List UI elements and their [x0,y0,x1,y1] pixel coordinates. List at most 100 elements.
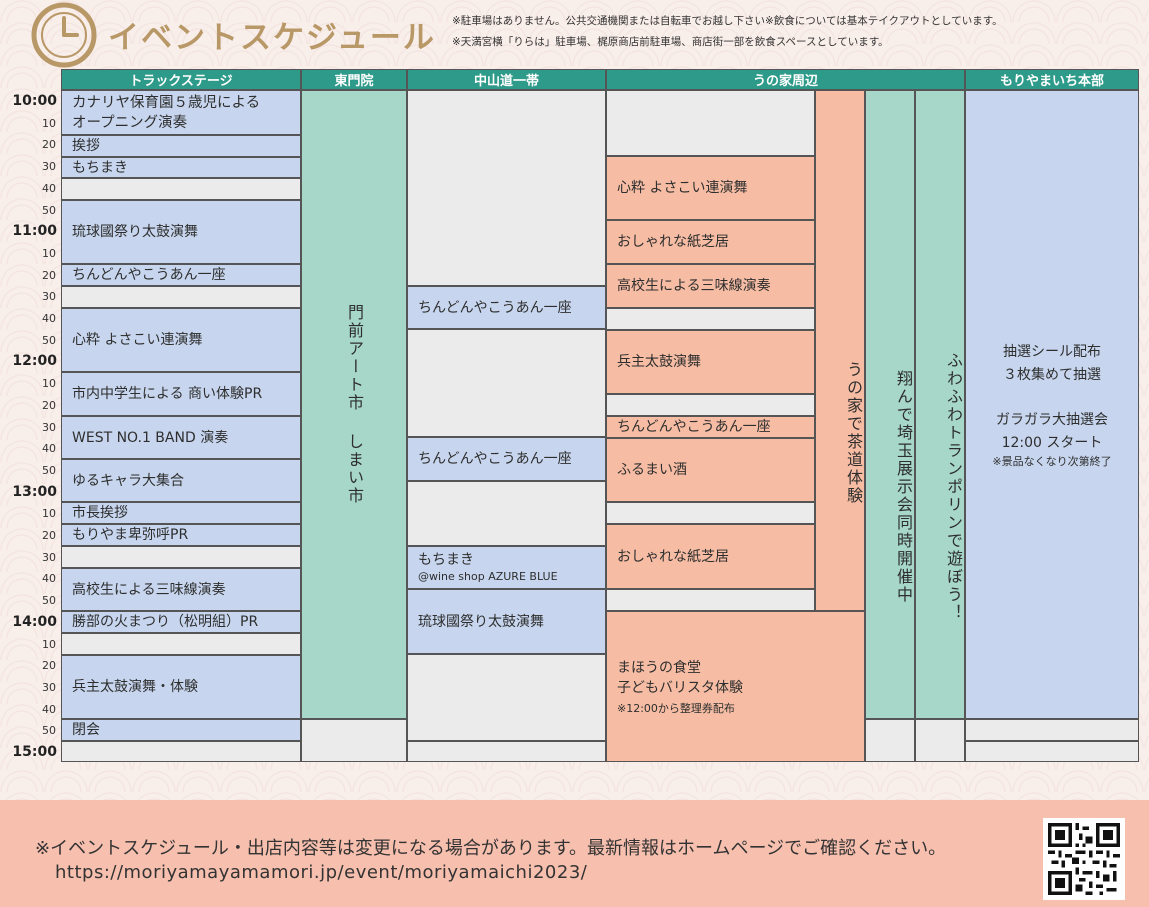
event-cell: 琉球國祭り太鼓演舞 [61,200,301,264]
event-cell: 兵主太鼓演舞 [606,330,815,394]
column-header-nakasendo: 中山道一帯 [407,69,606,90]
time-label: 40 [42,572,56,586]
time-label: 20 [42,659,56,673]
time-label: 20 [42,398,56,412]
event-label: うの家で茶道体験 [844,361,863,505]
event-label: WEST NO.1 BAND 演奏 [72,429,229,446]
clock-icon [31,2,97,68]
event-label: ３枚集めて抽選 [1003,366,1101,383]
event-label: 心粋 よさこい連演舞 [617,180,748,196]
time-label: 12:00 [12,353,57,370]
time-label: 10 [42,246,56,260]
event-cell-vertical: 門前アート市 しまい市 [301,90,407,719]
event-cell: もちまき @wine shop AZURE BLUE [407,546,606,589]
event-cell: 心粋 よさこい連演舞 [606,156,815,220]
empty-cell [606,90,815,156]
event-cell: 挨拶 [61,135,301,157]
event-label: 12:00 スタート [1001,434,1103,451]
event-cell: ふるまい酒 [606,438,815,502]
empty-cell [606,394,815,416]
time-label: 30 [42,680,56,694]
event-cell: ゆるキャラ大集合 [61,459,301,502]
empty-cell [407,481,606,546]
event-cell: おしゃれな紙芝居 [606,220,815,264]
column-header-honbu: もりやまいち本部 [965,69,1139,90]
event-label: 兵主太鼓演舞・体験 [72,679,198,695]
empty-cell [301,719,407,762]
event-cell: おしゃれな紙芝居 [606,524,815,589]
empty-cell [965,719,1139,741]
event-cell: 高校生による三味線演奏 [61,568,301,611]
time-label: 30 [42,420,56,434]
empty-cell [606,308,815,330]
empty-cell [965,741,1139,762]
event-cell: もりやま卑弥呼PR [61,524,301,546]
event-sublabel: @wine shop AZURE BLUE [418,569,558,583]
footer: ※イベントスケジュール・出店内容等は変更になる場合があります。最新情報はホームペ… [0,800,1149,907]
time-label: 50 [42,203,56,217]
event-label: 子どもバリスタ体験 [617,679,743,696]
empty-cell [865,719,915,762]
time-label: 13:00 [12,483,57,500]
header-notes: ※駐車場はありません。公共交通機関または自転車でお越し下さい※飲食については基本… [452,11,1003,53]
header-note: ※天満宮横「りらは」駐車場、梶原商店前駐車場、商店街一部を飲食スペースとしていま… [452,36,889,48]
event-label: もりやま卑弥呼PR [72,527,189,543]
event-cell: 心粋 よさこい連演舞 [61,308,301,372]
event-label: 高校生による三味線演奏 [72,581,226,598]
time-label: 40 [42,312,56,325]
event-label: 琉球國祭り太鼓演舞 [72,224,198,240]
empty-cell [61,741,301,762]
event-cell: まほうの食堂 子どもバリスタ体験 ※12:00から整理券配布 [606,611,865,762]
empty-cell [606,589,815,611]
time-label: 10 [42,507,56,521]
time-label: 10 [42,377,56,391]
event-cell: 勝部の火まつり（松明組）PR [61,611,301,633]
event-label: 挨拶 [72,138,100,154]
event-cell: カナリヤ保育園５歳児による オープニング演奏 [61,90,301,135]
page-title: イベントスケジュール [108,20,436,56]
time-label: 40 [42,442,56,456]
event-cell: ちんどんやこうあん一座 [606,416,815,438]
time-label: 40 [42,181,56,195]
time-label: 20 [42,138,56,152]
event-label: まほうの食堂 [617,659,701,676]
event-cell: 閉会 [61,719,301,741]
time-label: 20 [42,529,56,542]
event-label: カナリヤ保育園５歳児による オープニング演奏 [72,94,261,131]
event-label: 高校生による三味線演奏 [617,278,771,294]
event-cell: 兵主太鼓演舞・体験 [61,655,301,719]
event-cell: ちんどんやこうあん一座 [407,437,606,481]
time-label: 40 [42,702,56,716]
event-label: ふるまい酒 [617,462,687,478]
event-cell: ちんどんやこうあん一座 [61,264,301,286]
header-note: ※駐車場はありません。公共交通機関または自転車でお越し下さい※飲食については基本… [452,15,1003,27]
event-label: 心粋 よさこい連演舞 [72,332,203,348]
event-label: ふわふわトランポリンで遊ぼう！ [944,352,963,622]
empty-cell [915,719,965,762]
website-link[interactable]: https://moriyamayamamori.jp/event/moriya… [55,862,588,883]
qr-code-icon[interactable] [1043,818,1125,900]
event-note: ※景品なくなり次第終了 [992,454,1112,468]
empty-cell [407,654,606,741]
event-label: ゆるキャラ大集合 [72,472,184,489]
column-header-tomon: 東門院 [301,69,407,90]
event-label: おしゃれな紙芝居 [617,548,729,565]
event-cell: WEST NO.1 BAND 演奏 [61,416,301,459]
event-label: 閉会 [72,722,100,738]
footer-note: ※イベントスケジュール・出店内容等は変更になる場合があります。最新情報はホームペ… [35,838,947,859]
event-cell: もちまき [61,157,301,178]
time-label: 30 [42,290,56,304]
event-label: ちんどんやこうあん一座 [72,267,226,283]
empty-cell [61,286,301,308]
event-cell-vertical: うの家で茶道体験 [815,90,865,611]
event-cell-vertical: 翔んで埼玉展示会同時開催中 [865,90,915,719]
empty-cell [606,502,815,524]
event-cell: ちんどんやこうあん一座 [407,286,606,329]
event-label: もちまき [72,159,128,176]
event-label: もちまき [418,551,474,568]
event-label: ちんどんやこうあん一座 [418,299,572,316]
time-label: 30 [42,550,56,564]
column-header-track: トラックステージ [61,69,301,90]
event-cell: 市長挨拶 [61,502,301,524]
